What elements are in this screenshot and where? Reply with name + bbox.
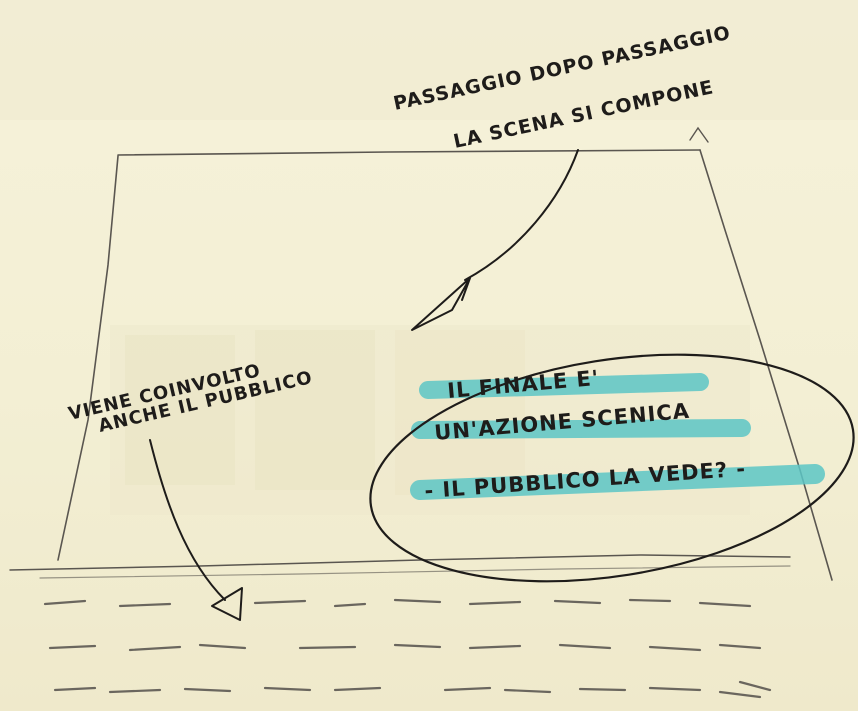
audience-marks xyxy=(43,598,772,699)
annotation-ellipse xyxy=(369,353,855,583)
arrow-top xyxy=(411,149,579,331)
arrow-left xyxy=(149,439,243,621)
stage-outline xyxy=(9,126,833,581)
highlighter-strokes xyxy=(410,373,825,500)
